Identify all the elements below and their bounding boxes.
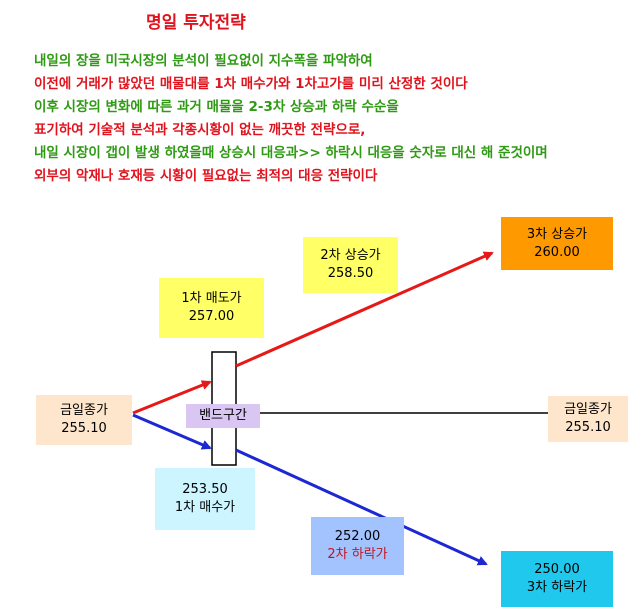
today-close-right-box: 금일종가 255.10 <box>548 396 628 442</box>
fall-3-value: 250.00 <box>534 562 580 577</box>
today-close-left-box: 금일종가 255.10 <box>36 395 132 445</box>
sell-1-label: 1차 매도가 <box>181 291 242 306</box>
description-line-3: 이후 시장의 변화에 따른 과거 매물을 2-3차 상승과 하락 수순을 <box>34 99 399 115</box>
down-arrow-short <box>132 413 212 450</box>
rise-2-label: 2차 상승가 <box>320 248 381 263</box>
buy-1-value: 253.50 <box>182 482 228 497</box>
today-close-right-label: 금일종가 <box>564 402 612 417</box>
rise-3-box: 3차 상승가 260.00 <box>501 217 613 270</box>
fall-2-value: 252.00 <box>334 529 381 544</box>
strategy-title: 명일 투자전략 <box>146 13 246 33</box>
description-line-4: 표기하여 기술적 분석과 각종시황이 없는 깨끗한 전략으로, <box>34 122 366 138</box>
rise-2-box: 2차 상승가 258.50 <box>303 237 398 293</box>
today-close-left-value: 255.10 <box>61 421 107 436</box>
band-label: 밴드구간 <box>199 408 247 423</box>
fall-3-label: 3차 하락가 <box>526 580 588 595</box>
sell-1-value: 257.00 <box>188 309 235 324</box>
down-arrow-long <box>235 448 488 566</box>
description-line-6: 외부의 악재나 호재등 시황이 필요없는 최적의 대응 전략이다 <box>34 168 378 184</box>
buy-1-box: 253.50 1차 매수가 <box>155 468 255 530</box>
rise-2-value: 258.50 <box>327 266 374 281</box>
fall-2-label: 2차 하락가 <box>327 547 388 562</box>
fall-2-box: 252.00 2차 하락가 <box>311 517 404 575</box>
description-line-1: 내일의 장을 미국시장의 분석이 필요없이 지수폭을 파악하여 <box>34 53 373 69</box>
up-arrow-long <box>235 251 494 368</box>
rise-3-label: 3차 상승가 <box>526 226 588 242</box>
up-arrow-short <box>132 380 212 415</box>
description-line-5: 내일 시장이 갭이 발생 하였을때 상승시 대응과>> 하락시 대응을 숫자로 … <box>34 145 548 161</box>
description-line-2: 이전에 거래가 많았던 매물대를 1차 매수가와 1차고가를 미리 산정한 것이… <box>34 76 468 92</box>
sell-1-box: 1차 매도가 257.00 <box>159 278 264 338</box>
today-close-left-label: 금일종가 <box>60 403 108 418</box>
buy-1-label: 1차 매수가 <box>174 500 236 515</box>
today-close-right-value: 255.10 <box>565 420 611 435</box>
rise-3-value: 260.00 <box>534 244 580 260</box>
band-box: 밴드구간 <box>186 404 260 428</box>
fall-3-box: 250.00 3차 하락가 <box>501 551 613 607</box>
